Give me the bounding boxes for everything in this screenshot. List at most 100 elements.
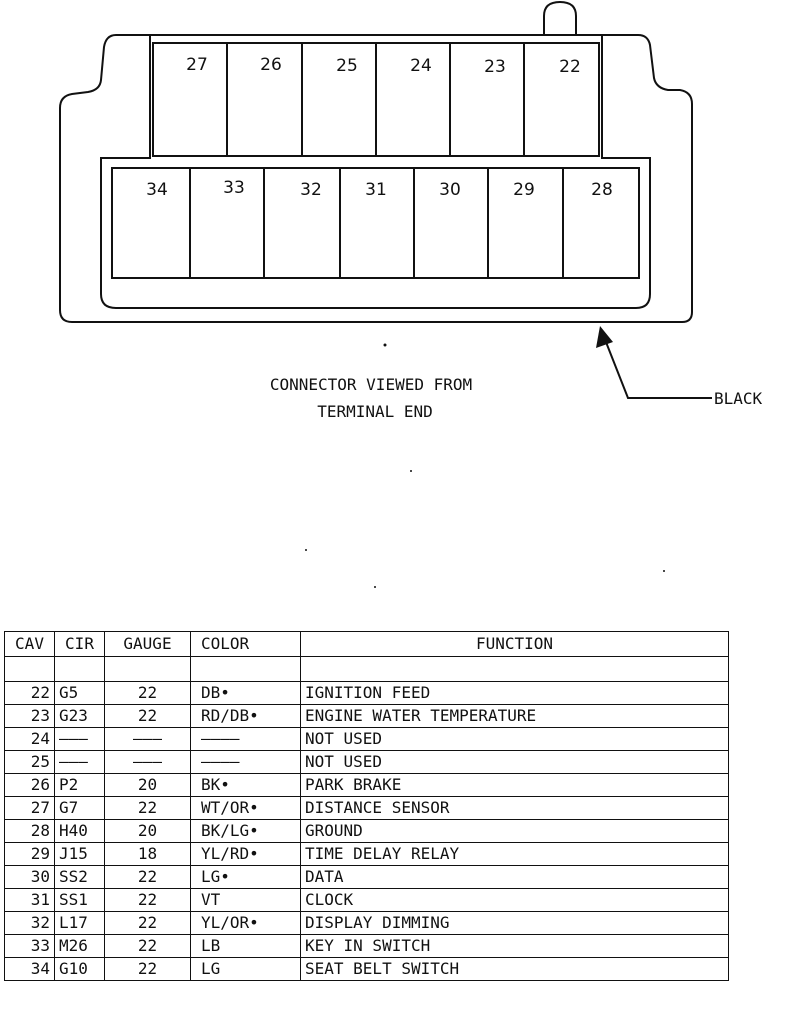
- cell-gauge: 22: [104, 704, 191, 728]
- cell-gauge: 22: [104, 681, 191, 705]
- cell-cav: 30: [4, 865, 55, 889]
- table-row: 24——————————NOT USED: [4, 727, 729, 751]
- cell-cir: SS1: [54, 888, 105, 912]
- cell-cir: G7: [54, 796, 105, 820]
- cell-cav: 26: [4, 773, 55, 797]
- diagram-caption-line2: TERMINAL END: [317, 402, 433, 421]
- table-row: 25——————————NOT USED: [4, 750, 729, 774]
- cavity-label: 24: [410, 56, 432, 76]
- arrow-head-icon: [596, 326, 613, 348]
- cell-function: CLOCK: [300, 888, 729, 912]
- cavity-label: 22: [559, 57, 581, 77]
- cell-cav: 33: [4, 934, 55, 958]
- connector-housing-outer: [59, 34, 693, 323]
- cell-color: ————: [190, 750, 301, 774]
- cell-gauge: ———: [104, 727, 191, 751]
- cavity-label: 31: [365, 180, 387, 200]
- cell-gauge: 18: [104, 842, 191, 866]
- cell-color: DB•: [190, 681, 301, 705]
- cell-color: YL/RD•: [190, 842, 301, 866]
- cell-gauge: 22: [104, 796, 191, 820]
- cell-color: ————: [190, 727, 301, 751]
- cell-function: PARK BRAKE: [300, 773, 729, 797]
- table-spacer-row: [4, 656, 729, 682]
- cavity-label: 27: [186, 55, 208, 75]
- cavity-label: 34: [146, 180, 168, 200]
- cell-color: WT/OR•: [190, 796, 301, 820]
- connector-housing-inner: [100, 36, 651, 309]
- connector-diagram: 27 26 25 24 23 22 34 33 32 31 30 29 28 C…: [59, 0, 763, 588]
- cell-function: KEY IN SWITCH: [300, 934, 729, 958]
- cell-color: YL/OR•: [190, 911, 301, 935]
- cell-gauge: ———: [104, 750, 191, 774]
- header-color: COLOR: [190, 631, 301, 657]
- cell-cir: M26: [54, 934, 105, 958]
- cell-color: LG: [190, 957, 301, 981]
- cavity-label: 33: [223, 178, 245, 198]
- diagram-caption-line1: CONNECTOR VIEWED FROM: [270, 375, 472, 394]
- header-function: FUNCTION: [300, 631, 729, 657]
- cell-cir: G23: [54, 704, 105, 728]
- cavity-label: 25: [336, 56, 358, 76]
- cell-function: IGNITION FEED: [300, 681, 729, 705]
- cavity-label: 23: [484, 57, 506, 77]
- cell-gauge: 22: [104, 888, 191, 912]
- cell-color: LB: [190, 934, 301, 958]
- cell-cav: 29: [4, 842, 55, 866]
- cell-cav: 32: [4, 911, 55, 935]
- cell-gauge: 22: [104, 957, 191, 981]
- cell-cir: ———: [54, 750, 105, 774]
- cell-cav: 34: [4, 957, 55, 981]
- connector-latch: [543, 0, 577, 35]
- cavity-label: 30: [439, 180, 461, 200]
- header-cir: CIR: [54, 631, 105, 657]
- cell-cir: SS2: [54, 865, 105, 889]
- cell-function: DISTANCE SENSOR: [300, 796, 729, 820]
- cell-cir: H40: [54, 819, 105, 843]
- cell-color: BK/LG•: [190, 819, 301, 843]
- cell-color: BK•: [190, 773, 301, 797]
- cell-cir: ———: [54, 727, 105, 751]
- cell-function: NOT USED: [300, 727, 729, 751]
- cavity-label: 32: [300, 180, 322, 200]
- cell-gauge: 22: [104, 934, 191, 958]
- cell-function: DATA: [300, 865, 729, 889]
- cavity-label: 26: [260, 55, 282, 75]
- cell-cir: G10: [54, 957, 105, 981]
- connector-color-label: BLACK: [714, 389, 763, 408]
- cell-cav: 28: [4, 819, 55, 843]
- cell-gauge: 20: [104, 819, 191, 843]
- cell-cav: 27: [4, 796, 55, 820]
- cell-cir: G5: [54, 681, 105, 705]
- cavity-row-bottom: [111, 167, 640, 279]
- cell-gauge: 22: [104, 865, 191, 889]
- header-gauge: GAUGE: [104, 631, 191, 657]
- cell-cir: L17: [54, 911, 105, 935]
- cell-cir: P2: [54, 773, 105, 797]
- cell-color: VT: [190, 888, 301, 912]
- cell-cav: 24: [4, 727, 55, 751]
- cell-gauge: 20: [104, 773, 191, 797]
- cell-cir: J15: [54, 842, 105, 866]
- cell-gauge: 22: [104, 911, 191, 935]
- cavity-label: 28: [591, 180, 613, 200]
- cell-cav: 31: [4, 888, 55, 912]
- cell-function: SEAT BELT SWITCH: [300, 957, 729, 981]
- cell-cav: 22: [4, 681, 55, 705]
- table-header-row: CAV CIR GAUGE COLOR FUNCTION: [4, 631, 729, 657]
- cell-color: LG•: [190, 865, 301, 889]
- cell-function: ENGINE WATER TEMPERATURE: [300, 704, 729, 728]
- cell-color: RD/DB•: [190, 704, 301, 728]
- cell-function: GROUND: [300, 819, 729, 843]
